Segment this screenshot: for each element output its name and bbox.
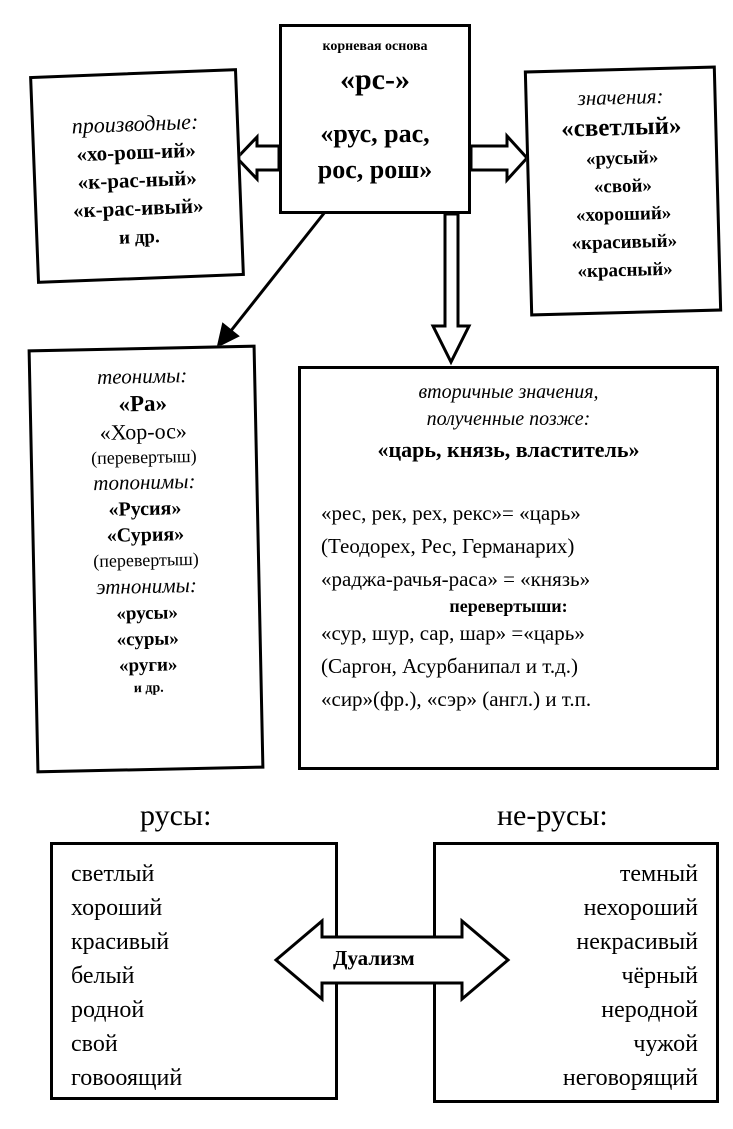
quality-item: свой	[71, 1031, 118, 1057]
reversal-note: (перевертыш)	[90, 445, 197, 469]
reversal-note: (перевертыш)	[93, 548, 200, 572]
meaning-item: «свой»	[593, 175, 653, 198]
arrow-to-secondary	[430, 212, 472, 366]
meaning-item: «русый»	[585, 147, 659, 170]
secondary-line: (Теодорех, Рес, Германарих)	[321, 534, 575, 558]
meaning-main: «светлый»	[560, 112, 682, 143]
theonym-item: «Хор-ос»	[99, 418, 188, 445]
root-variants-line-1: «рус, рас,	[320, 119, 430, 148]
quality-item: нехороший	[583, 895, 698, 921]
reversals-heading: перевертыши:	[449, 596, 568, 616]
meaning-item: «красный»	[577, 258, 673, 283]
derivatives-box: производные: «хо-рош-ий» «к-рас-ный» «к-…	[29, 68, 245, 284]
quality-item: красивый	[71, 929, 170, 955]
names-etc: и др.	[133, 680, 164, 697]
ethnonyms-heading: этнонимы:	[96, 572, 198, 600]
right-qualities-box: темный нехороший некрасивый чёрный нерод…	[433, 842, 719, 1103]
quality-item: чёрный	[621, 963, 698, 989]
reversal-line: (Саргон, Асурбанипал и т.д.)	[321, 654, 579, 678]
quality-item: светлый	[71, 861, 155, 887]
arrow-to-meanings	[469, 132, 530, 184]
meanings-heading: значения:	[577, 83, 664, 111]
toponyms-heading: топонимы:	[93, 468, 196, 496]
derivatives-heading: производные:	[71, 108, 199, 139]
quality-item: чужой	[633, 1031, 698, 1057]
meanings-box: значения: «светлый» «русый» «свой» «хоро…	[523, 65, 723, 317]
secondary-lines: «рес, рек, рех, рекс»= «царь» (Теодорех,…	[301, 501, 716, 592]
meaning-item: «хороший»	[575, 202, 672, 227]
dualism-label: Дуализм	[333, 946, 415, 970]
secondary-line: «раджа-рачья-раса» = «князь»	[321, 567, 591, 591]
quality-item: белый	[71, 963, 135, 989]
names-box: теонимы: «Ра» «Хор-ос» (перевертыш) топо…	[27, 344, 265, 774]
secondary-meanings-box: вторичные значения, полученные позже: «ц…	[298, 366, 719, 770]
left-group-title: русы:	[140, 799, 212, 832]
quality-item: неговорящий	[562, 1065, 698, 1091]
root-box: корневая основа «рс-» «рус, рас, рос, ро…	[279, 24, 471, 214]
toponym-item: «Сурия»	[106, 523, 185, 547]
reversal-line: «сир»(фр.), «сэр» (англ.) и т.п.	[321, 687, 592, 711]
root-caption: корневая основа	[322, 39, 428, 54]
quality-item: говооящий	[71, 1065, 183, 1091]
quality-item: родной	[71, 997, 145, 1023]
derivative-item: «к-рас-ивый»	[72, 193, 204, 223]
secondary-summary: «царь, князь, властитель»	[377, 437, 640, 462]
secondary-line: «рес, рек, рех, рекс»= «царь»	[321, 501, 581, 525]
arrow-to-names-shaft	[228, 211, 327, 333]
derivatives-etc: и др.	[118, 226, 161, 249]
reversal-lines: «сур, шур, сар, шар» =«царь» (Саргон, Ас…	[301, 621, 716, 712]
quality-item: темный	[619, 861, 698, 887]
secondary-heading-1: вторичные значения,	[418, 381, 599, 403]
theonyms-heading: теонимы:	[96, 363, 188, 389]
arrow-to-names-head	[216, 322, 240, 348]
quality-item: хороший	[71, 895, 163, 921]
right-group-title: не-русы:	[497, 799, 608, 832]
ethnonym-item: «руги»	[118, 654, 178, 677]
toponym-item: «Русия»	[108, 497, 182, 521]
secondary-heading-2: полученные позже:	[426, 408, 591, 430]
ethnonym-item: «русы»	[116, 602, 179, 625]
root-variants-line-2: рос, рош»	[317, 155, 433, 184]
ethnonym-item: «суры»	[116, 628, 179, 651]
derivative-item: «к-рас-ный»	[77, 165, 198, 195]
quality-item: некрасивый	[576, 929, 698, 955]
reversal-line: «сур, шур, сар, шар» =«царь»	[321, 621, 585, 645]
derivative-item: «хо-рош-ий»	[76, 137, 197, 167]
theonym-item: «Ра»	[118, 390, 168, 417]
arrow-to-derivatives	[234, 133, 281, 183]
root-morpheme: «рс-»	[340, 63, 410, 96]
left-qualities-box: светлый хороший красивый белый родной св…	[50, 842, 338, 1100]
meaning-item: «красивый»	[571, 230, 678, 255]
quality-item: неродной	[601, 997, 698, 1023]
